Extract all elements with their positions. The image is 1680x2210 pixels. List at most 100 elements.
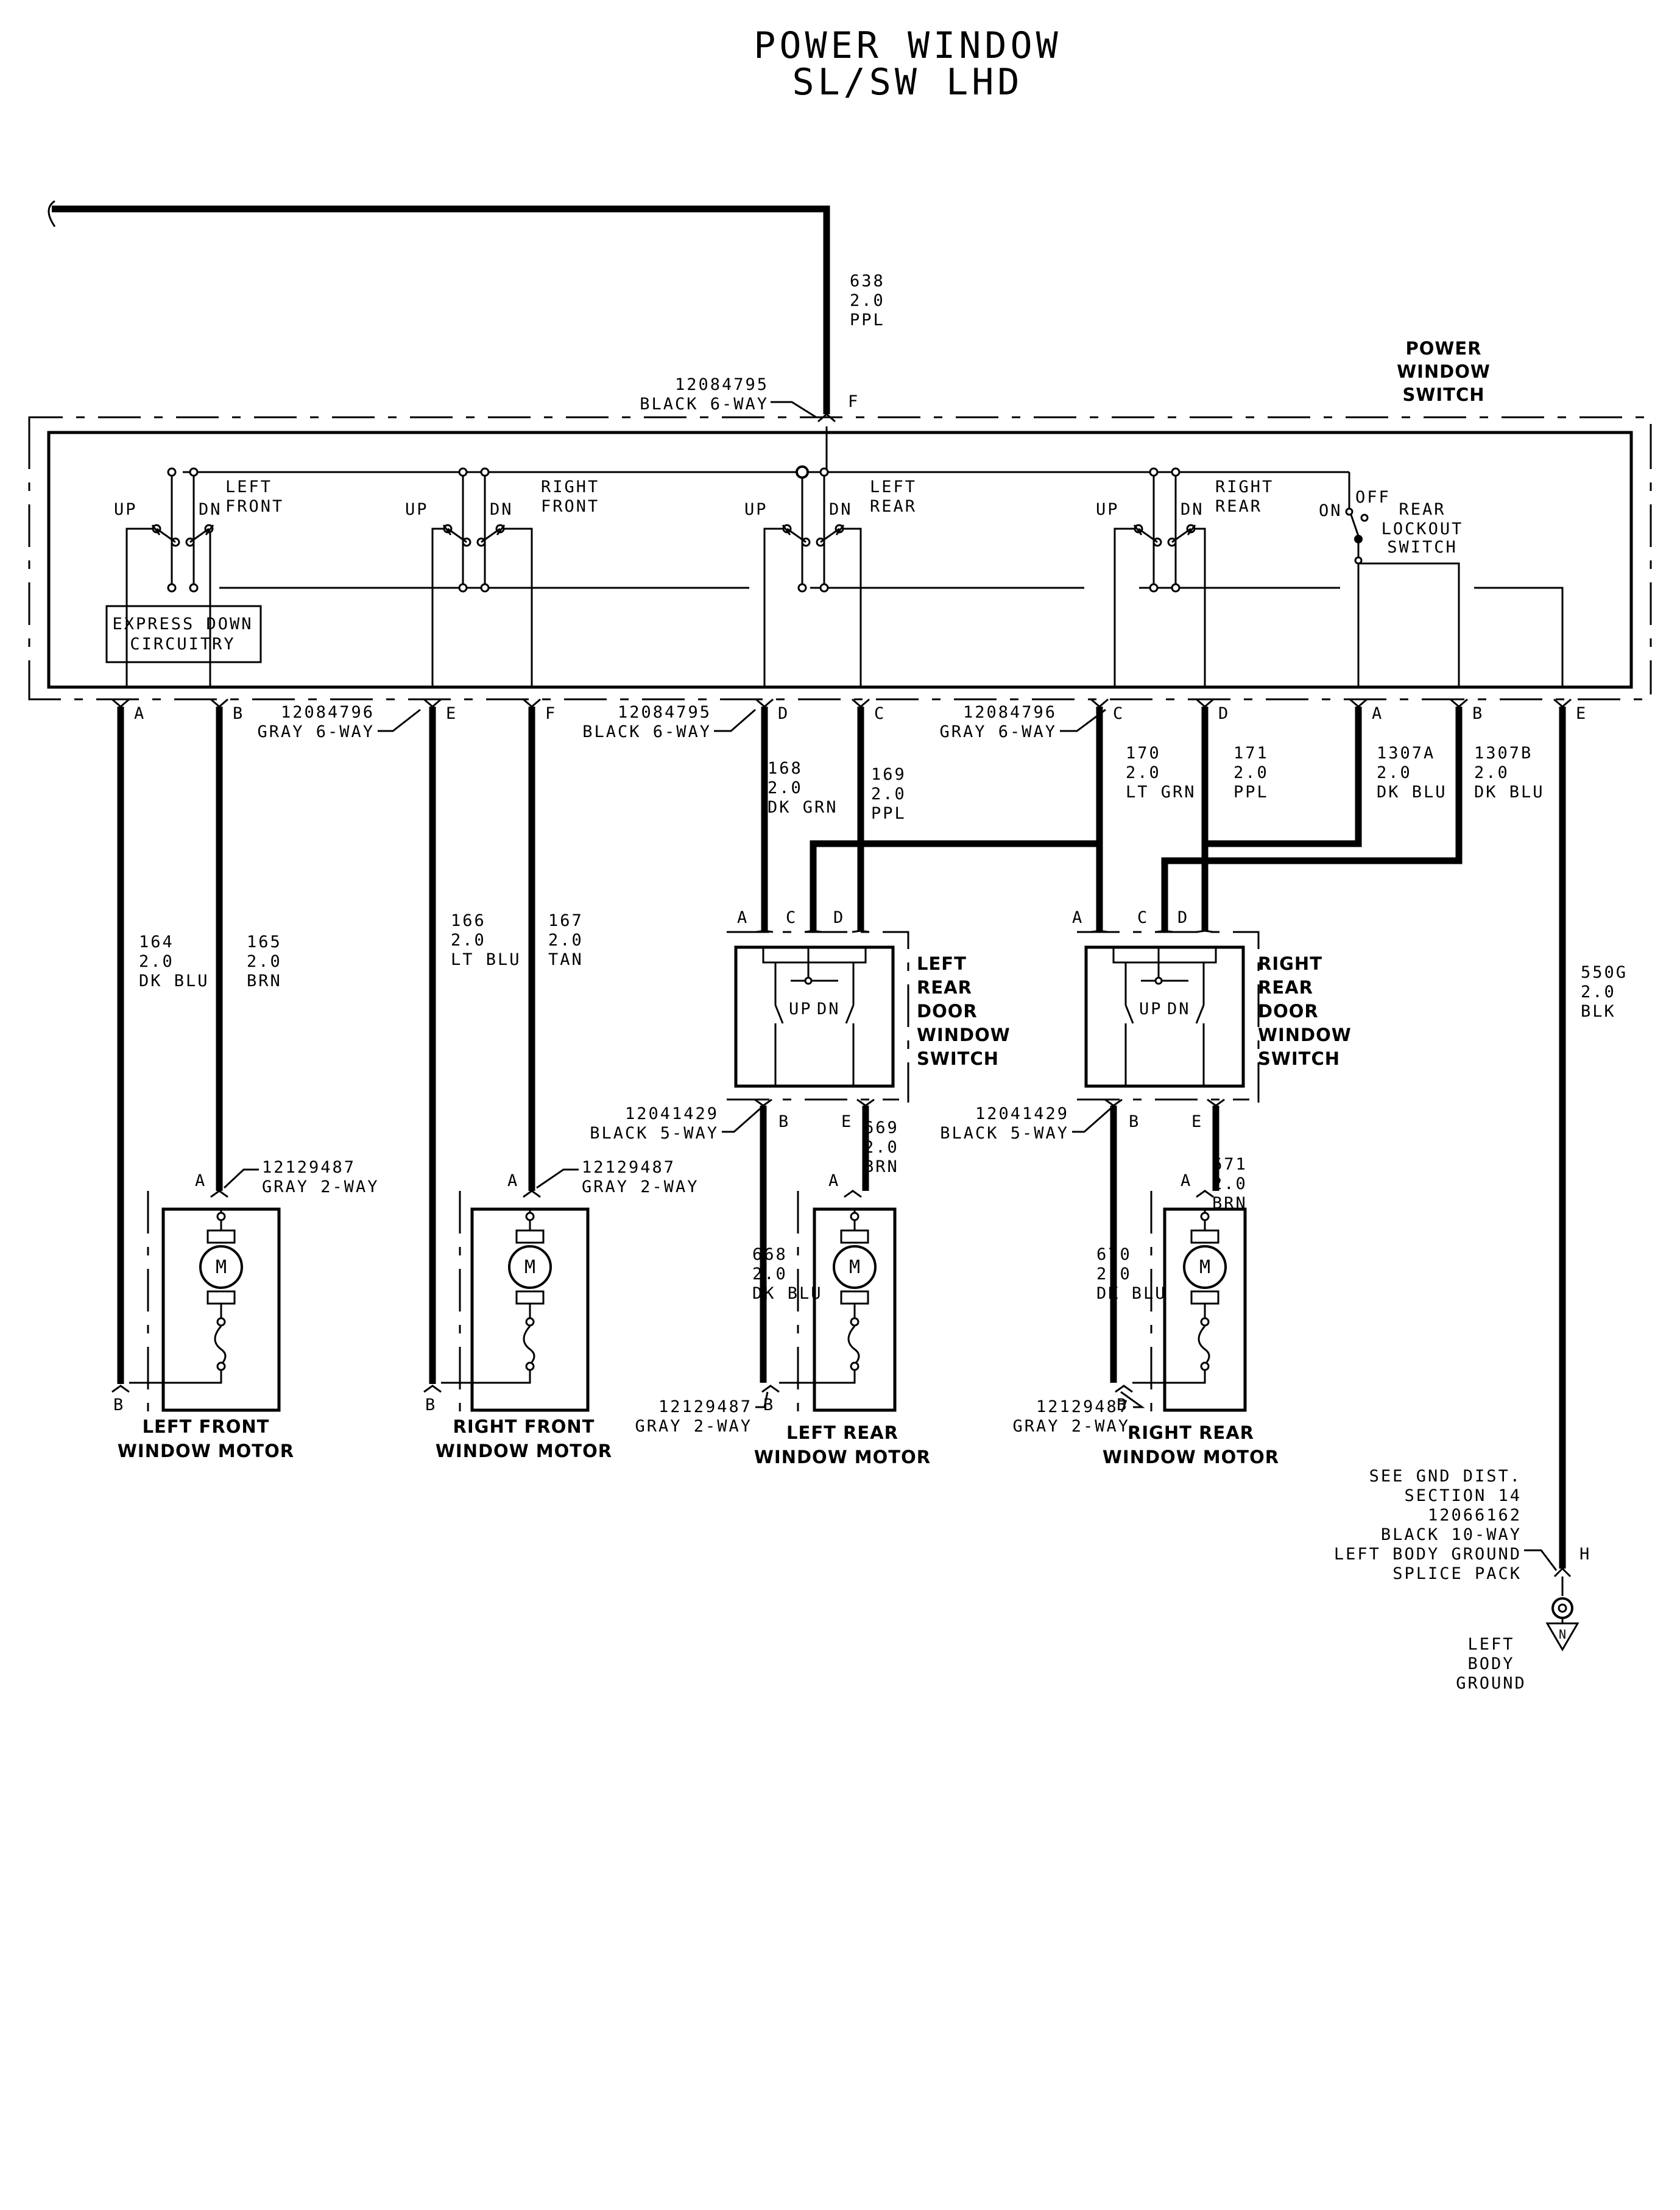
svg-text:GRAY 6-WAY: GRAY 6-WAY [257, 722, 375, 741]
bottom-connector-labels: 12084796 GRAY 6-WAY 12084795 BLACK 6-WAY… [257, 703, 1106, 741]
motor-conn-part-3: 12129487 [1036, 1397, 1130, 1416]
door-switch-0-name-4: SWITCH [917, 1048, 999, 1069]
motor-name-line2-2: WINDOW MOTOR [754, 1447, 931, 1467]
motor-pin-a-2: A [828, 1171, 840, 1190]
power-window-switch-label: POWER WINDOW SWITCH [1397, 338, 1491, 405]
motor-pin-b-3: B [1117, 1396, 1128, 1414]
motor-conn-desc-0: GRAY 2-WAY [262, 1177, 379, 1196]
door-conn-0-part: 12041429 [625, 1104, 719, 1123]
express-down-line-2: CIRCUITRY [130, 635, 235, 654]
bottom-pin-2: E [446, 704, 457, 723]
wire-638-gauge: 2.0 [850, 291, 885, 310]
motor-name-line2-3: WINDOW MOTOR [1103, 1447, 1279, 1467]
door-switch-1-name-2: DOOR [1258, 1001, 1319, 1022]
wire-label-12-0: 668 [752, 1245, 788, 1264]
bottom-pin-10: E [1576, 704, 1587, 723]
express-down-circuitry: EXPRESS DOWN CIRCUITRY [105, 605, 262, 663]
motor-name-line2-1: WINDOW MOTOR [436, 1441, 612, 1461]
switch-name-line1-1: RIGHT [541, 478, 599, 496]
switch-internal-bus [183, 426, 1564, 688]
feed-wire-638: 638 2.0 PPL [48, 200, 885, 414]
wire-label-6-2: LT GRN [1126, 783, 1196, 802]
ground-pin-label: H [1579, 1545, 1591, 1564]
svg-text:BLACK 10-WAY: BLACK 10-WAY [1381, 1525, 1522, 1544]
motor-conn-desc-1: GRAY 2-WAY [582, 1177, 699, 1196]
wire-label-9-2: DK BLU [1474, 783, 1545, 802]
wire-label-4-2: DK GRN [768, 798, 838, 817]
wire-label-10-2: BLK [1581, 1002, 1616, 1021]
svg-text:WINDOW: WINDOW [1397, 361, 1491, 382]
svg-text:GROUND: GROUND [1456, 1674, 1526, 1693]
diagram-title: POWER WINDOW SL/SW LHD [754, 24, 1057, 104]
wire-label-7-0: 171 [1234, 744, 1269, 763]
door-conn-1-desc: BLACK 5-WAY [940, 1124, 1069, 1143]
wire-label-6-0: 170 [1126, 744, 1161, 763]
wire-label-5-2: PPL [871, 804, 906, 823]
door-switch-0-pin-0: A [737, 908, 749, 927]
motor-pin-b-0: B [113, 1396, 125, 1414]
switch-name-line1-3: RIGHT [1215, 478, 1274, 496]
door-switch-0-name-2: DOOR [917, 1001, 978, 1022]
door-switch-0-pin-1: C [786, 908, 797, 927]
door-switch-1-pin-2: D [1177, 908, 1189, 927]
door-conn-1-pin-e: E [1191, 1112, 1203, 1131]
svg-text:12084795: 12084795 [618, 703, 711, 722]
lockout-off-label: OFF [1355, 488, 1391, 507]
bottom-pin-4: D [778, 704, 789, 723]
switch-name-line2-1: FRONT [541, 497, 599, 516]
top-connector-desc: BLACK 6-WAY [640, 395, 769, 414]
wire-label-2-0: 166 [451, 911, 486, 930]
motor-pin-a-1: A [507, 1171, 519, 1190]
wire-label-3-0: 167 [548, 911, 584, 930]
switch-dn-label-3: DN [1181, 500, 1204, 519]
motor-name-line2-0: WINDOW MOTOR [118, 1441, 294, 1461]
wire-label-8-0: 1307A [1377, 744, 1435, 763]
bottom-pin-0: A [134, 704, 146, 723]
wire-label-10-1: 2.0 [1581, 983, 1616, 1001]
door-switch-0-dn: DN [817, 1000, 841, 1019]
wire-label-1-2: BRN [247, 972, 282, 990]
bottom-pin-9: B [1472, 704, 1484, 723]
bottom-pin-3: F [545, 704, 557, 723]
svg-text:12084796: 12084796 [963, 703, 1057, 722]
door-switch-1-dn: DN [1167, 1000, 1191, 1019]
svg-text:LEFT BODY GROUND: LEFT BODY GROUND [1334, 1545, 1522, 1564]
svg-text:SECTION 14: SECTION 14 [1404, 1486, 1522, 1505]
door-switch-0-pin-2: D [833, 908, 845, 927]
svg-text:BODY: BODY [1467, 1654, 1514, 1673]
power-window-switch-enclosure [28, 416, 1652, 701]
svg-text:SWITCH: SWITCH [1403, 384, 1485, 405]
top-connector: 12084795 BLACK 6-WAY F [640, 375, 858, 423]
wire-label-0-2: DK BLU [139, 972, 210, 990]
door-switch-0-name-0: LEFT [917, 953, 967, 974]
svg-text:SPLICE PACK: SPLICE PACK [1392, 1564, 1522, 1583]
motor-symbol-3: M [1199, 1257, 1210, 1278]
wire-label-6-1: 2.0 [1126, 763, 1161, 782]
svg-text:POWER: POWER [1405, 338, 1481, 359]
svg-text:REAR: REAR [1399, 500, 1445, 519]
wire-638-color: PPL [850, 311, 885, 330]
lockout-on-label: ON [1319, 501, 1343, 520]
switch-dn-label-0: DN [199, 500, 222, 519]
motor-conn-part-1: 12129487 [582, 1158, 676, 1177]
left-body-ground: SEE GND DIST. SECTION 14 12066162 BLACK … [1334, 1467, 1591, 1693]
motor-name-line1-3: RIGHT REAR [1128, 1422, 1254, 1443]
door-conn-1-pin-b: B [1129, 1112, 1140, 1131]
wire-label-9-0: 1307B [1474, 744, 1533, 763]
svg-text:12066162: 12066162 [1428, 1506, 1522, 1525]
motor-symbol-2: M [849, 1257, 860, 1278]
door-switch-1-up: UP [1139, 1000, 1163, 1019]
door-switch-1-pin-1: C [1137, 908, 1149, 927]
wire-label-4-1: 2.0 [768, 778, 803, 797]
switch-name-line1-2: LEFT [870, 478, 917, 496]
svg-text:SWITCH: SWITCH [1387, 538, 1458, 557]
motor-pin-b-1: B [425, 1396, 437, 1414]
